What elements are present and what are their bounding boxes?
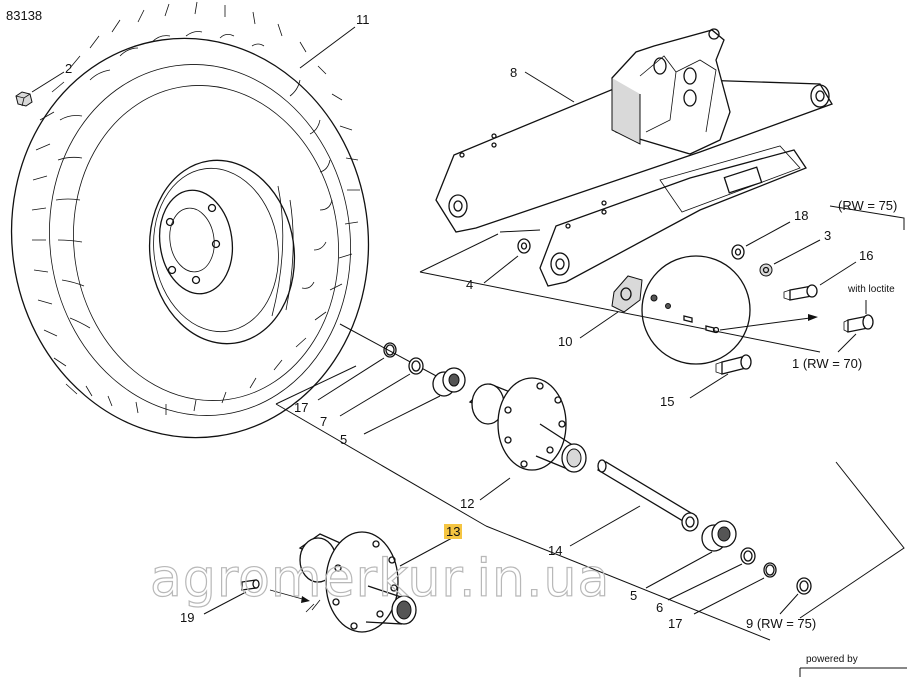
grease-nipple-part-19[interactable]: [241, 579, 310, 603]
nut-part-2[interactable]: [15, 91, 33, 107]
hub-part-12[interactable]: [468, 377, 587, 473]
loctite-note: with loctite: [847, 284, 895, 295]
callout-16: 16: [859, 248, 873, 263]
callout-1: 1 (RW = 70): [792, 356, 862, 371]
snap-ring-part-17-right[interactable]: [763, 562, 777, 578]
callout-11: 11: [356, 12, 370, 27]
washer-part-7[interactable]: [408, 357, 424, 375]
swing-arm-frame[interactable]: [435, 28, 833, 287]
callout-rw75: (RW = 75): [838, 198, 897, 213]
callout-10: 10: [558, 334, 572, 349]
callout-5-left: 5: [340, 432, 347, 447]
bolt-part-1[interactable]: [843, 314, 874, 333]
axle-part-14[interactable]: [596, 459, 699, 532]
powered-by-badge: powered by: [799, 654, 907, 677]
powered-by-text: powered by: [806, 654, 858, 665]
callout-15: 15: [660, 394, 674, 409]
callout-3: 3: [824, 228, 831, 243]
callout-12: 12: [460, 496, 474, 511]
callout-4: 4: [466, 277, 473, 292]
callout-8: 8: [510, 65, 517, 80]
bearing-part-5-right[interactable]: [701, 520, 737, 552]
callout-6: 6: [656, 600, 663, 615]
bearing-part-5-left[interactable]: [432, 367, 466, 397]
snap-ring-part-17-left[interactable]: [383, 342, 397, 358]
callout-17-right: 17: [668, 616, 682, 631]
callout-13: 13: [446, 524, 460, 539]
assembly-outline-upper: [419, 205, 905, 353]
callout-18: 18: [794, 208, 808, 223]
tire-wheel[interactable]: [0, 1, 394, 461]
assembly-outline-lower: [275, 323, 905, 641]
lock-washer-part-3[interactable]: [759, 263, 773, 277]
callout-17-left: 17: [294, 400, 308, 415]
callout-5-right: 5: [630, 588, 637, 603]
washer-part-4[interactable]: [517, 238, 531, 254]
bolt-part-16[interactable]: [783, 284, 818, 301]
hub-assembly-part-13[interactable]: [298, 531, 417, 633]
drawing-number: 83138: [6, 8, 42, 23]
callout-9: 9 (RW = 75): [746, 616, 816, 631]
callout-14: 14: [548, 543, 562, 558]
detail-circle: [641, 255, 818, 365]
watermark: agromerkur.in.ua: [150, 549, 610, 609]
bracket-plate-part-10[interactable]: [611, 275, 643, 313]
callout-7: 7: [320, 414, 327, 429]
bolt-part-15[interactable]: [715, 354, 752, 375]
callout-19: 19: [180, 610, 194, 625]
washer-part-6[interactable]: [740, 547, 756, 565]
callout-13-highlight: [444, 524, 462, 539]
callout-2: 2: [65, 61, 72, 76]
washer-part-9[interactable]: [796, 577, 812, 595]
washer-part-18[interactable]: [731, 244, 745, 260]
